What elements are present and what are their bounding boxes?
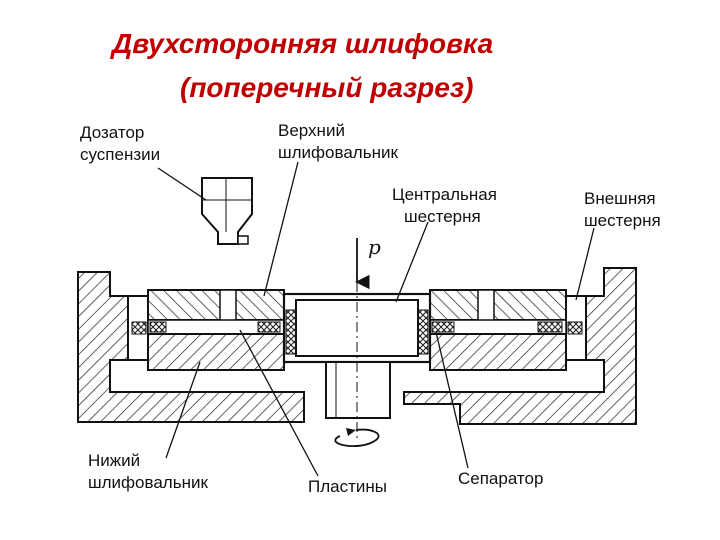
label-plates: Пластины — [308, 477, 387, 496]
lower-grinder-right — [429, 333, 567, 371]
upper-grinder-right — [429, 289, 567, 321]
shaft — [325, 361, 391, 419]
leader-separator — [435, 331, 469, 469]
base-right — [403, 267, 637, 425]
label-outer-2: шестерня — [584, 211, 661, 230]
upper-grinder-left — [147, 289, 285, 321]
leader-dosator — [157, 167, 207, 201]
lower-grinder-left — [147, 333, 285, 371]
title-line-2: (поперечный разрез) — [180, 72, 474, 103]
leader-outer — [575, 227, 595, 301]
leader-upper — [263, 161, 299, 297]
title-line-1: Двухсторонняя шлифовка — [112, 28, 494, 59]
leader-central — [395, 221, 429, 303]
leader-lower — [165, 361, 201, 459]
separator-left — [257, 321, 281, 333]
label-dosator-1: Дозатор — [80, 123, 144, 142]
label-central-2: шестерня — [404, 207, 481, 226]
force-label: p — [368, 235, 381, 259]
label-separator: Сепаратор — [458, 469, 543, 488]
label-lower-1: Нижий — [88, 451, 140, 470]
label-upper-2: шлифовальник — [278, 143, 398, 162]
rotation-arrow — [334, 428, 380, 447]
suspension-dispenser — [201, 177, 253, 245]
label-dosator-2: суспензии — [80, 145, 160, 164]
separator-right — [431, 321, 455, 333]
label-outer-1: Внешняя — [584, 189, 656, 208]
label-central-1: Центральная — [392, 185, 497, 204]
suspension-channel — [219, 289, 237, 323]
leader-plates — [239, 329, 319, 477]
label-upper-1: Верхний — [278, 121, 345, 140]
label-lower-2: шлифовальник — [88, 473, 208, 492]
